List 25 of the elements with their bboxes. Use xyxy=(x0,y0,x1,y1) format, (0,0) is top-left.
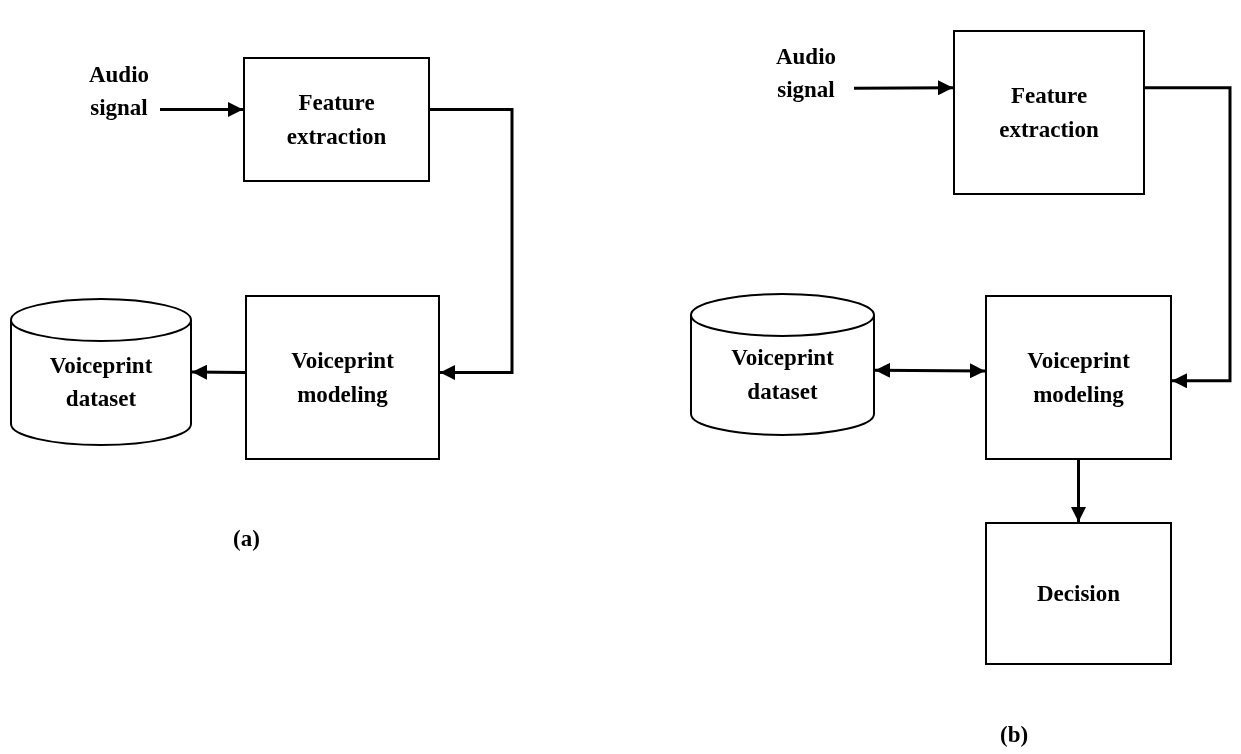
arrow xyxy=(430,108,514,381)
input-label: Audio signal xyxy=(87,60,151,122)
node-label: Voiceprint dataset xyxy=(730,344,835,406)
panel-label: (a) xyxy=(233,526,260,552)
process-box xyxy=(985,295,1172,460)
node-label: Feature extraction xyxy=(998,82,1100,144)
node-label: Voiceprint dataset xyxy=(48,351,154,413)
arrow xyxy=(1145,86,1232,389)
panel-label: (b) xyxy=(1000,722,1029,748)
arrow xyxy=(854,80,953,96)
input-label: Audio signal xyxy=(774,42,838,104)
process-box xyxy=(243,57,430,182)
arrow xyxy=(160,102,243,117)
node-label: Voiceprint modeling xyxy=(290,347,395,409)
database-cylinder xyxy=(10,298,192,446)
node-label: Voiceprint modeling xyxy=(1026,347,1131,409)
process-box xyxy=(953,30,1145,195)
node-label: Decision xyxy=(1036,579,1121,608)
arrow xyxy=(192,364,245,380)
node-label: Feature extraction xyxy=(285,89,388,151)
process-box xyxy=(245,295,440,460)
database-cylinder xyxy=(690,293,875,436)
arrow xyxy=(875,362,985,379)
arrow xyxy=(1071,460,1086,522)
process-box xyxy=(985,522,1172,665)
